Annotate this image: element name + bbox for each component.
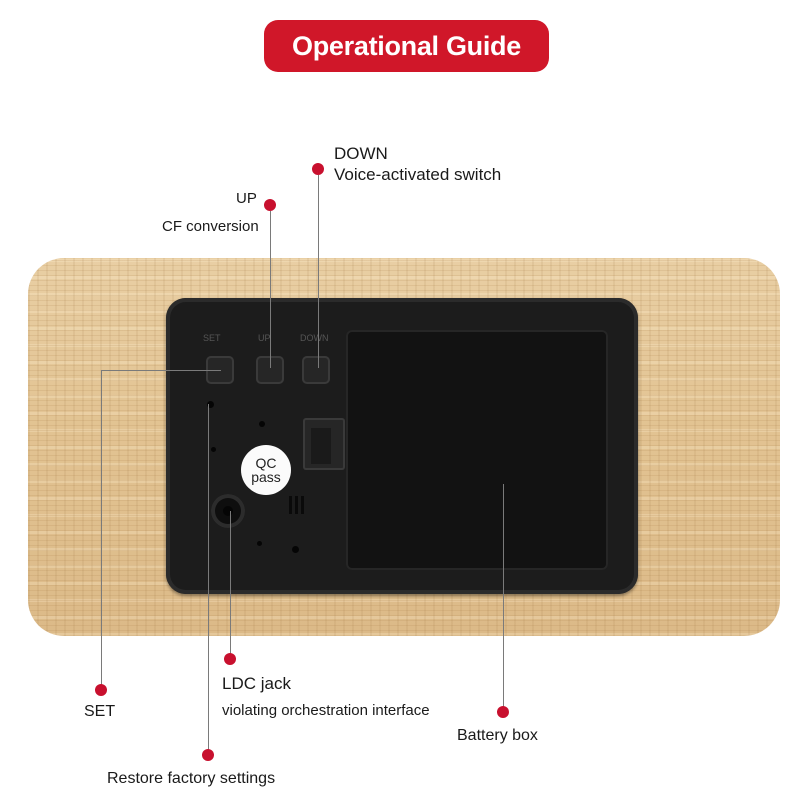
battery-box[interactable]	[346, 330, 608, 570]
voice-switch-label: Voice-activated switch	[334, 165, 502, 184]
up-leader-line	[270, 211, 271, 368]
cf-conversion-label: CF conversion	[162, 218, 259, 235]
down-button[interactable]	[302, 356, 330, 384]
restore-label: Restore factory settings	[107, 770, 276, 787]
battery-latch[interactable]	[303, 418, 345, 470]
vent-slot	[301, 496, 304, 514]
down-callout-dot	[312, 163, 324, 175]
down-label: DOWN	[334, 144, 388, 163]
reset-hole[interactable]	[207, 401, 214, 408]
ldc-leader-line	[230, 511, 231, 659]
mic-hole	[211, 447, 216, 452]
restore-callout-dot	[202, 749, 214, 761]
ldc-callout-dot	[224, 653, 236, 665]
screw-hole-2	[292, 546, 299, 553]
set-button-mark: SET	[203, 333, 221, 343]
set-label: SET	[84, 703, 116, 720]
battery-leader-line	[503, 484, 504, 712]
pass-text: pass	[251, 469, 281, 485]
restore-leader-line	[208, 404, 209, 753]
set-leader-line-v	[101, 370, 102, 688]
sensor-hole	[259, 421, 265, 427]
qc-pass-sticker: QC pass	[241, 445, 291, 495]
page-title: Operational Guide	[264, 20, 549, 72]
down-leader-line	[318, 175, 319, 368]
battery-callout-dot	[497, 706, 509, 718]
ldc-jack[interactable]	[211, 494, 245, 528]
qc-text: QC	[255, 455, 277, 471]
vent-slot	[289, 496, 292, 514]
up-button-mark: UP	[258, 333, 271, 343]
set-callout-dot	[95, 684, 107, 696]
battery-box-label: Battery box	[457, 727, 538, 744]
set-leader-line-h	[101, 370, 221, 371]
down-button-mark: DOWN	[300, 333, 329, 343]
up-callout-dot	[264, 199, 276, 211]
ldc-jack-label: LDC jack	[222, 674, 291, 693]
vent-slot	[295, 496, 298, 514]
interface-label: violating orchestration interface	[222, 702, 430, 719]
screw-hole	[257, 541, 262, 546]
up-label: UP	[236, 190, 257, 207]
